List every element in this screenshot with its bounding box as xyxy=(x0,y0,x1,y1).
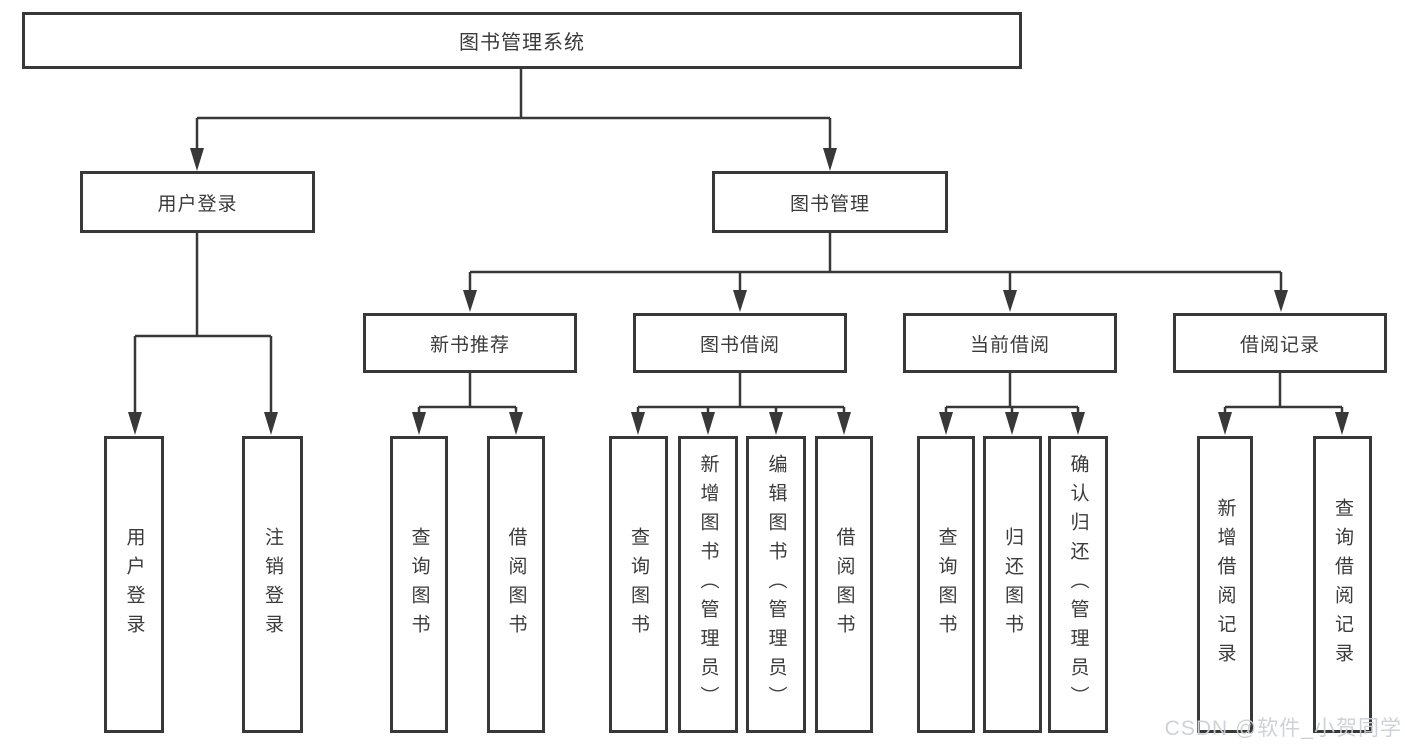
arrowhead-icon xyxy=(1218,412,1232,435)
node-book-borrowing: 图书借阅 xyxy=(633,313,847,373)
csdn-watermark: CSDN @软件_小贺同学 xyxy=(1164,717,1402,740)
leaf-user-login: 用户登录 xyxy=(104,436,164,733)
arrowhead-icon xyxy=(463,290,477,312)
arrowhead-icon xyxy=(1003,290,1017,312)
leaf-return-books: 归还图书 xyxy=(983,436,1042,733)
leaf-borrow-books: 借阅图书 xyxy=(487,436,545,733)
leaf-query-books: 查询图书 xyxy=(609,436,668,733)
arrowhead-icon xyxy=(701,412,715,435)
node-book-management: 图书管理 xyxy=(712,171,948,233)
node-user-login: 用户登录 xyxy=(80,171,315,233)
arrowhead-icon xyxy=(837,412,851,435)
arrowhead-icon xyxy=(412,412,426,435)
arrowhead-icon xyxy=(1071,412,1085,435)
arrowhead-icon xyxy=(190,148,204,171)
arrowhead-icon xyxy=(509,412,523,435)
leaf-query-books: 查询图书 xyxy=(917,436,975,733)
arrowhead-icon xyxy=(733,290,747,312)
leaf-add-borrow-record: 新增借阅记录 xyxy=(1197,436,1253,733)
leaf-add-books-admin: 新增图书（管理员） xyxy=(678,436,738,733)
node-current-borrowing: 当前借阅 xyxy=(903,313,1117,373)
arrowhead-icon xyxy=(769,412,783,435)
leaf-logout-login: 注销登录 xyxy=(242,436,303,733)
node-new-book-recommend: 新书推荐 xyxy=(363,313,577,373)
arrowhead-icon xyxy=(1005,412,1019,435)
leaf-confirm-return-admin: 确认归还（管理员） xyxy=(1048,436,1108,733)
arrowhead-icon xyxy=(264,412,278,435)
arrowhead-icon xyxy=(823,148,837,171)
node-borrowing-records: 借阅记录 xyxy=(1173,313,1387,373)
leaf-borrow-books: 借阅图书 xyxy=(815,436,873,733)
arrowhead-icon xyxy=(1335,412,1349,435)
arrowhead-icon xyxy=(1274,290,1288,312)
leaf-query-borrow-record: 查询借阅记录 xyxy=(1313,436,1372,733)
leaf-edit-books-admin: 编辑图书（管理员） xyxy=(746,436,806,733)
leaf-query-books: 查询图书 xyxy=(390,436,448,733)
arrowhead-icon xyxy=(128,412,142,435)
arrowhead-icon xyxy=(631,412,645,435)
node-library-management-system: 图书管理系统 xyxy=(22,12,1022,69)
arrowhead-icon xyxy=(939,412,953,435)
